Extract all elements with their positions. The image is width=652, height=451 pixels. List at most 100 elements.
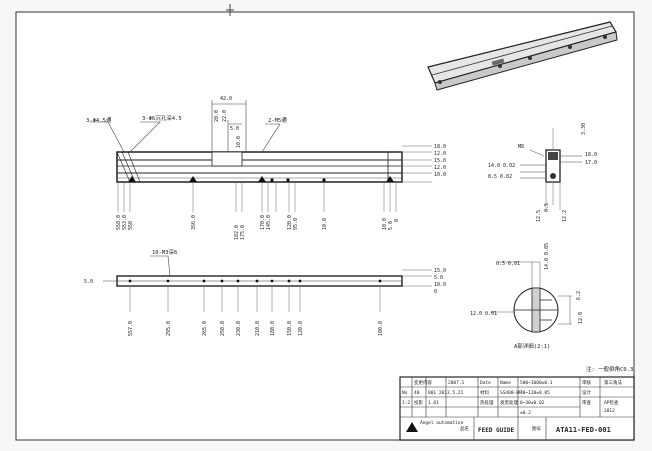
bottom-left-value: 5.0: [84, 279, 93, 285]
tb-name-label: 品名: [460, 425, 469, 432]
company-name: Angel automation: [420, 420, 464, 426]
side-dim-label: 0.5: [544, 203, 550, 212]
title-block-text: 变更内容 2007.1 Date Name No 40 001 2013.5.2…: [402, 379, 622, 432]
detail-dim-label: 6.2: [576, 291, 582, 300]
top-dims-vertical: 20.0 22.0 5.0 10.0: [214, 110, 242, 148]
title-block: [399, 376, 635, 441]
tb-check: 审核: [582, 379, 591, 386]
tb-cell: 发黑处理: [500, 399, 518, 406]
right-dim-label: 12.0: [434, 165, 446, 171]
side-dim-label: 3.30: [581, 123, 587, 135]
right-dim-label: 10.0: [434, 172, 446, 178]
right-dim-label: 5.0: [434, 275, 443, 281]
side-dim-label: 17.0: [585, 160, 597, 166]
tb-cell: No: [402, 390, 408, 396]
top-dim-label: 10.0: [236, 136, 242, 148]
side-dim-label: 8.5 0.02: [488, 174, 512, 180]
side-view: [520, 128, 582, 210]
bottom-dim-label: 95.0: [293, 218, 299, 230]
bottom-bottom-dims: 557.0 295.0 265.0 250.0 230.0 210.0 180.…: [128, 321, 384, 336]
bottom-dim-label: 145.0: [266, 215, 272, 230]
bottom-right-dims: 15.0 5.0 10.0 0: [434, 268, 446, 295]
part-name: FEED GUIDE: [478, 427, 515, 434]
tb-cell: 40: [414, 390, 420, 396]
drawing-frame: [15, 11, 635, 441]
center-mark-top: [226, 4, 234, 16]
tb-tolerance: 0~30±0.02: [520, 400, 545, 406]
detail-view-label: A部详细(2:1): [514, 342, 550, 350]
tb-projection-note: 第三角法: [604, 379, 622, 386]
tb-tolerance: ±0.2: [520, 410, 531, 416]
tb-cell: 001 2013.5.21: [428, 390, 464, 396]
detail-dim-label: 12.0: [578, 312, 584, 324]
detail-view: [490, 261, 572, 333]
tb-tolerance: 30~120±0.05: [520, 390, 550, 396]
bottom-dim-label: 150.0: [287, 321, 293, 336]
tb-cell: Name: [500, 380, 511, 386]
isometric-view: [427, 21, 618, 91]
tb-cell: 材料: [480, 389, 489, 396]
tb-cell: SS400-WP: [500, 390, 522, 396]
detail-view-dims: 0.5 0.01 14.0 0.05 6.2 12.0 0.01 12.0: [470, 243, 584, 324]
bottom-dim-label: 10.0: [322, 218, 328, 230]
bottom-dim-label: 170.0: [260, 215, 266, 230]
tb-cell: Date: [480, 380, 491, 386]
bottom-dim-label: 356.0: [191, 215, 197, 230]
bottom-dim-label: 210.0: [255, 321, 261, 336]
top-right-dims: 18.0 12.0 15.0 12.0 10.0: [434, 144, 446, 178]
part-number: ATA11-FED-001: [556, 426, 611, 434]
tb-cell: 投影: [414, 399, 423, 406]
side-dim-label: M8: [518, 144, 524, 150]
tb-cell: 2007.1: [448, 380, 465, 386]
bottom-dim-label: 230.0: [236, 321, 242, 336]
top-dim-label: 5.0: [230, 126, 239, 132]
tb-tolerance: 500~1000±0.1: [520, 380, 553, 386]
bottom-dim-label: 180.0: [270, 321, 276, 336]
top-view: [90, 100, 432, 212]
tb-stamp: 2012: [604, 408, 615, 414]
bottom-dim-label: 100.0: [378, 321, 384, 336]
bottom-dim-label: 175.0: [240, 225, 246, 240]
bottom-dim-label: 182.0: [234, 225, 240, 240]
top-dim-label: 20.0: [214, 110, 220, 122]
bottom-view: [103, 255, 432, 312]
top-bottom-dims: 558.0 553.0 550 356.0 182.0 175.0 170.0 …: [116, 215, 400, 240]
bottom-dim-label: 5.0: [388, 221, 394, 230]
bottom-dim-label: 558.0: [116, 215, 122, 230]
bottom-dim-label: 0: [394, 219, 400, 222]
detail-dim-label: 14.0 0.05: [544, 243, 550, 270]
top-dim-label: 22.0: [222, 110, 228, 122]
tb-check: 设计: [582, 389, 591, 396]
tb-cell: 变更内容: [414, 379, 432, 386]
top-dim-overall: 42.0: [220, 96, 232, 102]
right-dim-label: 18.0: [434, 144, 446, 150]
bottom-dim-label: 550: [128, 221, 134, 230]
right-dim-label: 12.0: [434, 151, 446, 157]
side-dim-label: 12.5: [536, 210, 542, 222]
tb-cell: 1:2: [402, 400, 410, 406]
bottom-dim-label: 557.0: [128, 321, 134, 336]
right-dim-label: 15.0: [434, 268, 446, 274]
bottom-dim-label: 250.0: [220, 321, 226, 336]
bottom-callout-threads: 10-M3深6: [152, 248, 177, 256]
right-dim-label: 15.0: [434, 158, 446, 164]
detail-dim-label: 12.0 0.01: [470, 311, 497, 317]
side-dim-label: 12.2: [562, 210, 568, 222]
right-dim-label: 0: [434, 289, 437, 295]
tb-number-label: 图号: [532, 426, 541, 432]
bottom-dim-label: 120.0: [298, 321, 304, 336]
bottom-dim-label: 120.0: [287, 215, 293, 230]
top-callout-holes: 3-Φ4.5通: [86, 116, 112, 124]
tb-cell: 热处理: [480, 399, 494, 406]
tb-cell: 1.01: [428, 400, 439, 406]
side-dim-label: 18.0: [585, 152, 597, 158]
top-callout-threads: 2-M5通: [268, 116, 287, 124]
bottom-dim-label: 295.0: [166, 321, 172, 336]
detail-dim-label: 0.5 0.01: [496, 261, 520, 267]
bottom-dim-label: 10.0: [382, 218, 388, 230]
side-dim-label: 14.0 0.02: [488, 163, 515, 169]
side-view-dims: 3.30 M8 18.0 14.0 0.02 8.5 0.02 17.0 12.…: [488, 123, 597, 222]
tb-stamp: AP检查: [604, 399, 619, 406]
tb-check: 审查: [582, 399, 591, 406]
